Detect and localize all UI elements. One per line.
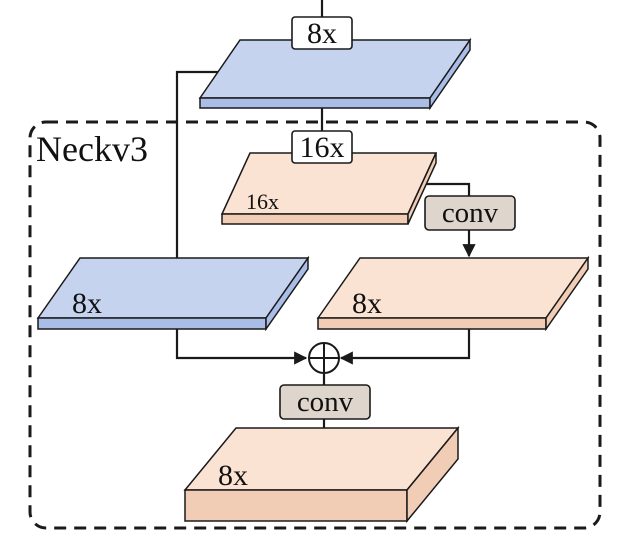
right-plate-label: 8x [352, 287, 382, 320]
output-plate-label: 8x [218, 459, 248, 492]
mid-feature-plate: 16x [220, 152, 438, 225]
group-label: Neckv3 [36, 129, 148, 169]
mid-plate-label: 16x [246, 189, 279, 214]
conv-block-top: conv [424, 195, 516, 231]
conv-top-label: conv [442, 197, 499, 229]
left-feature-plate: 8x [36, 255, 310, 332]
conv-block-bottom: conv [279, 384, 371, 420]
plus-circle-icon [308, 342, 340, 374]
neckv3-group-box [28, 120, 602, 530]
input-scale-label: 8x [307, 17, 337, 50]
input-scale-tag: 8x [291, 16, 353, 50]
input-feature-plate [198, 37, 472, 111]
left-plate-label: 8x [72, 287, 102, 320]
right-feature-plate: 8x [316, 255, 590, 332]
output-feature-plate: 8x [183, 425, 460, 524]
conv-bottom-label: conv [297, 386, 354, 418]
mid-scale-label: 16x [300, 131, 345, 164]
mid-scale-tag: 16x [291, 130, 353, 164]
